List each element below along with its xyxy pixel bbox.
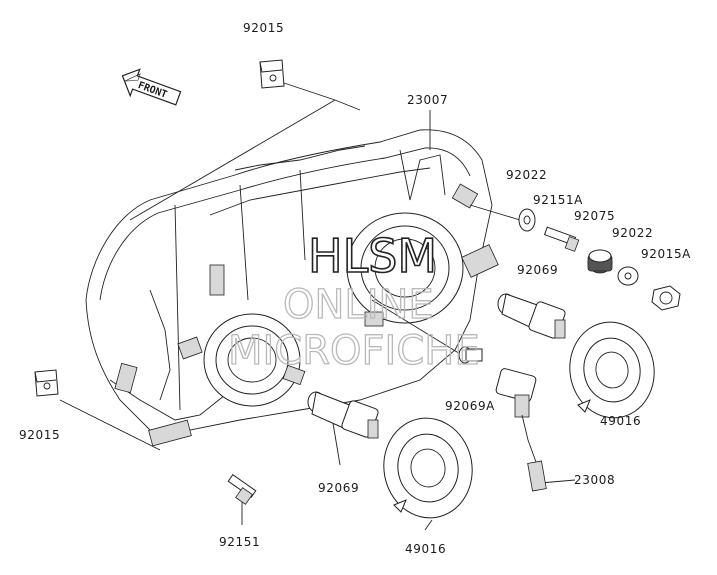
- dust-cover-49016-bottom: [383, 417, 473, 519]
- part-label-92015-left: 92015: [19, 428, 60, 442]
- part-labels: 92015 23007 92022 92151A 92075 92022 920…: [19, 21, 691, 556]
- part-label-92022-b: 92022: [612, 226, 653, 240]
- bolt-92151a: [543, 226, 580, 252]
- grommet-92075: [587, 249, 613, 274]
- part-label-92151: 92151: [219, 535, 260, 549]
- part-label-92075: 92075: [574, 209, 615, 223]
- part-label-92069-bottom: 92069: [318, 481, 359, 495]
- part-label-49016-bottom: 49016: [405, 542, 446, 556]
- leader-lines: [59, 79, 576, 531]
- part-label-92015a: 92015A: [641, 247, 691, 261]
- washer-92022-b: [617, 266, 639, 286]
- clip-nut-top: [259, 59, 285, 89]
- part-label-23008: 23008: [574, 473, 615, 487]
- part-label-92022-a: 92022: [506, 168, 547, 182]
- part-label-49016-right: 49016: [600, 414, 641, 428]
- clip-nut-left: [34, 369, 59, 397]
- watermark-line-2: ONLINE: [283, 282, 434, 328]
- dust-cover-49016-right: [569, 321, 655, 419]
- watermark: HLSM ONLINE MICROFICHE: [227, 228, 480, 374]
- socket-harness-23008: [495, 368, 547, 492]
- bolt-92151: [227, 473, 257, 505]
- bulb-92069-bottom: [307, 391, 379, 439]
- bulb-92069-right: [497, 293, 566, 339]
- part-label-23007: 23007: [407, 93, 448, 107]
- part-label-92069-right: 92069: [517, 263, 558, 277]
- part-label-92151a: 92151A: [533, 193, 583, 207]
- washer-92022-a: [518, 208, 536, 232]
- bulb-92069a: [458, 346, 483, 364]
- watermark-line-3: MICROFICHE: [228, 328, 480, 374]
- part-label-92069a: 92069A: [445, 399, 495, 413]
- part-label-92015-top: 92015: [243, 21, 284, 35]
- front-arrow-icon: FRONT: [121, 68, 182, 106]
- watermark-line-1: HLSM: [308, 229, 437, 283]
- cap-nut-92015a: [651, 285, 681, 311]
